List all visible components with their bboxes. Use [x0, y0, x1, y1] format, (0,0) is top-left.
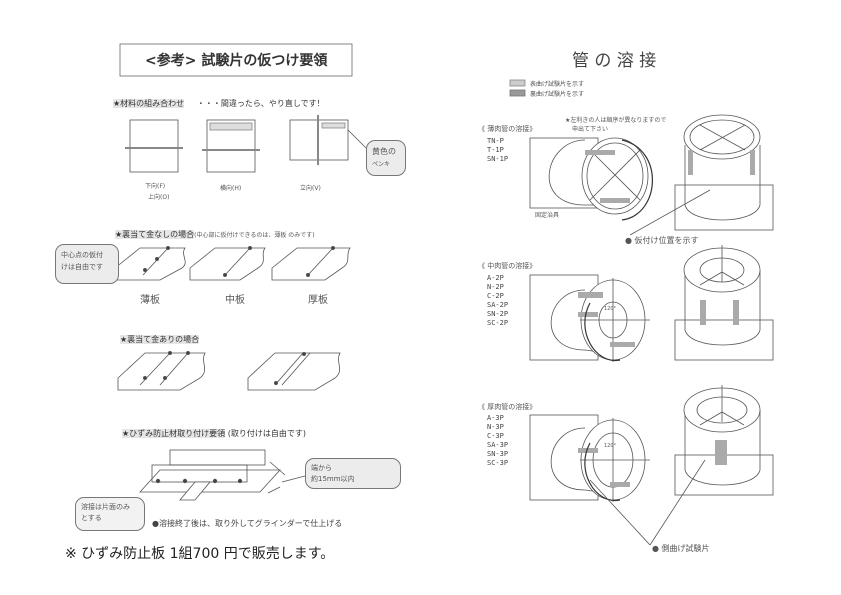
one-side-callout-line1: 溶接は片面のみ	[81, 503, 130, 511]
after-weld-note: ●溶接終了後は、取り外してグラインダーで仕上げる	[152, 519, 343, 528]
edge-callout-line2: 約15mm以内	[311, 475, 355, 483]
no-backing-heading: ★裏当て金なしの場合(中心部に仮付けできるのは、薄板 のみです)	[115, 229, 315, 240]
distortion-jig	[139, 449, 306, 501]
pipe-horizontal-thin	[529, 137, 653, 221]
label-thin-plate: 薄板	[140, 295, 160, 306]
side-bend-label: ● 側曲げ試験片	[652, 544, 710, 553]
plate-horizontal	[202, 119, 260, 173]
distortion-heading-text: ★ひずみ防止材取り付け要領	[122, 429, 226, 438]
pipe-horizontal-thick	[529, 414, 650, 502]
medium-pipe-codes: A-2P N-2P C-2P SA-2P SN-2P SC-2P	[487, 274, 508, 328]
position-label-flat: 下向(F)	[145, 183, 166, 190]
plate-flat	[125, 119, 183, 173]
label-thick-plate: 厚板	[308, 295, 328, 306]
code-item: C-3P	[487, 432, 504, 440]
angle-label-medium: 120°	[604, 306, 617, 312]
materials-note: ・・・間違ったら、やり直しです！	[196, 99, 325, 108]
code-item: SN-1P	[487, 155, 509, 163]
position-label-vertical: 立向(V)	[300, 185, 321, 192]
backing-heading: ★裏当て金ありの場合	[120, 334, 200, 345]
code-item: A-2P	[487, 274, 504, 282]
label-medium-plate: 中板	[225, 295, 245, 306]
code-item: N-3P	[487, 423, 504, 431]
plate-vertical	[289, 115, 369, 165]
code-item: SN-2P	[487, 310, 509, 318]
code-item: TN-P	[487, 137, 504, 145]
code-item: T-1P	[487, 146, 504, 154]
backing-heading-text: ★裏当て金ありの場合	[120, 335, 200, 344]
plates-with-backing	[117, 350, 341, 391]
center-tack-callout: 中心点の仮付 けは自由です	[55, 244, 119, 284]
distortion-heading: ★ひずみ防止材取り付け要領 (取り付けは自由です)	[122, 428, 306, 439]
thick-pipe-codes: A-3P N-3P C-3P SA-3P SN-3P SC-3P	[487, 414, 508, 468]
angle-label-thick: 120°	[604, 443, 617, 449]
thin-pipe-codes: TN-P T-1P SN-1P	[487, 137, 508, 164]
medium-pipe-heading: 《 中肉管の溶接》	[478, 262, 537, 270]
code-item: SC-2P	[487, 319, 509, 327]
materials-heading: ★材料の組み合わせ ・・・間違ったら、やり直しです！	[113, 98, 325, 109]
center-callout-line1: 中心点の仮付	[61, 251, 103, 259]
left-handed-note-1: ★左利きの人は順序が異なりますので	[565, 117, 667, 124]
edge-distance-callout: 端から 約15mm以内	[305, 458, 401, 489]
page-title: <参考> 試験片の仮つけ要領	[145, 53, 328, 69]
legend-face-bend: 表曲げ試験片を示す	[530, 81, 585, 88]
plates-no-backing	[114, 245, 351, 281]
paint-callout: 黄色の ペンキ	[366, 140, 406, 176]
position-label-overhead: 上向(O)	[148, 194, 170, 201]
position-label-horizontal: 横向(H)	[220, 185, 242, 192]
center-callout-line2: けは自由です	[61, 263, 103, 271]
edge-callout-line1: 端から	[311, 464, 332, 472]
legend-swatch-root	[509, 89, 526, 97]
code-item: SA-2P	[487, 301, 509, 309]
no-backing-heading-text: ★裏当て金なしの場合	[115, 230, 195, 239]
pipe-vertical-medium	[674, 245, 774, 361]
distortion-note: (取り付けは自由です)	[227, 429, 306, 438]
one-side-callout-line2: とする	[81, 514, 102, 522]
pipe-horizontal-medium	[529, 274, 650, 362]
title-box	[119, 43, 353, 77]
materials-heading-text: ★材料の組み合わせ	[113, 99, 185, 108]
one-side-callout: 溶接は片面のみ とする	[75, 497, 145, 531]
no-backing-note: (中心部に仮付けできるのは、薄板 のみです)	[194, 232, 315, 239]
thick-pipe-heading: 《 厚肉管の溶接》	[478, 403, 537, 411]
fixture-label: 固定治具	[535, 212, 560, 219]
sale-note: ※ ひずみ防止板 1組700 円で販売します。	[65, 546, 335, 562]
left-handed-note-2: 申出て下さい	[572, 126, 609, 133]
paint-callout-line2: ペンキ	[372, 161, 391, 168]
code-item: A-3P	[487, 414, 504, 422]
paint-callout-line1: 黄色の	[372, 147, 396, 156]
pipe-welding-title: 管 の 溶 接	[572, 51, 657, 71]
thin-pipe-heading: 《 薄肉管の溶接》	[478, 125, 537, 133]
legend-swatch-face	[509, 79, 526, 87]
pipe-vertical-thick	[589, 385, 774, 546]
code-item: SN-3P	[487, 450, 509, 458]
pipe-vertical-thin	[629, 114, 774, 236]
legend-root-bend: 裏曲げ試験片を示す	[530, 91, 585, 98]
code-item: C-2P	[487, 292, 504, 300]
tack-position-label: ● 仮付け位置を示す	[625, 236, 699, 245]
code-item: SA-3P	[487, 441, 509, 449]
code-item: N-2P	[487, 283, 504, 291]
code-item: SC-3P	[487, 459, 509, 467]
